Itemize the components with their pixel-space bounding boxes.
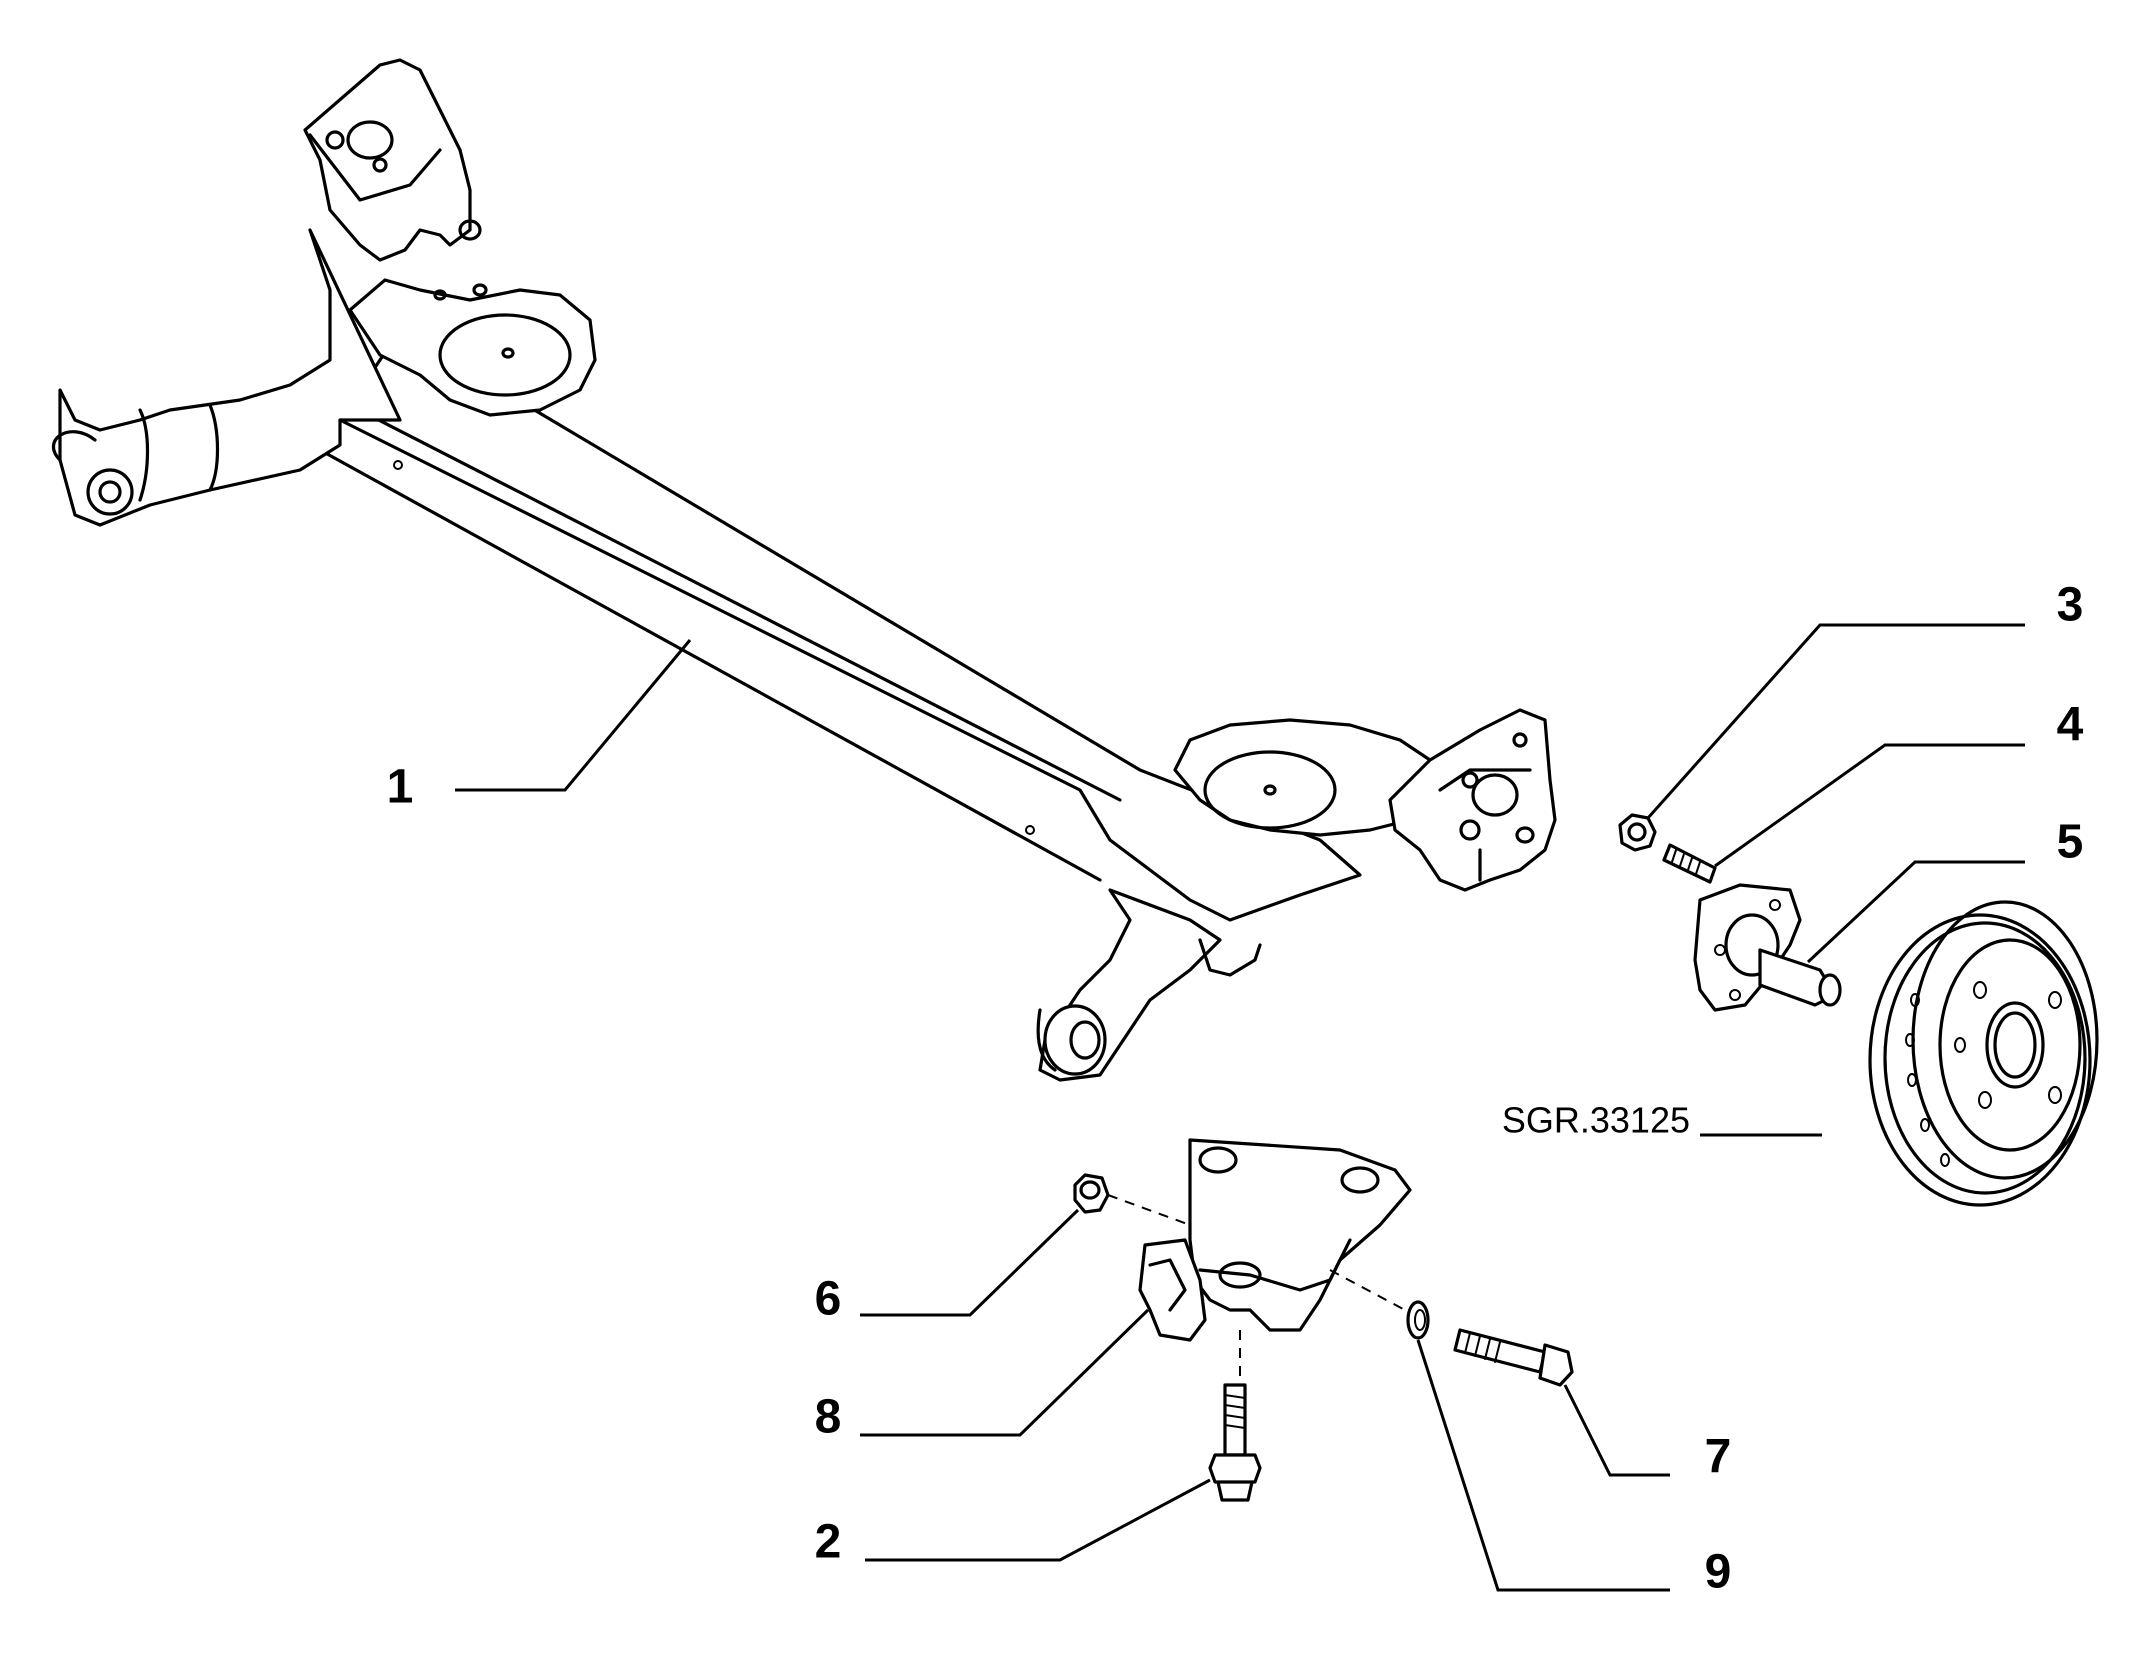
reference-code: SGR.33125 <box>1502 1100 1690 1141</box>
leader-8 <box>860 1308 1150 1437</box>
callout-2: 2 <box>815 1516 842 1569</box>
mounting-bracket[interactable] <box>1138 1138 1412 1342</box>
leader-3 <box>1646 623 2025 819</box>
bolt[interactable] <box>1208 1383 1262 1502</box>
leader-7 <box>1563 1384 1670 1477</box>
leader-5 <box>1806 860 2025 964</box>
hex-bolt[interactable] <box>1453 1328 1574 1387</box>
callout-8: 8 <box>815 1391 842 1444</box>
callout-1: 1 <box>387 761 414 814</box>
leader-2 <box>865 1478 1211 1562</box>
rear-axle-beam[interactable] <box>51 58 1557 1082</box>
callout-6: 6 <box>815 1273 842 1326</box>
brake-drum[interactable] <box>1868 900 2099 1207</box>
bush[interactable] <box>1073 1173 1110 1214</box>
callout-7: 7 <box>1705 1431 1732 1484</box>
callout-4: 4 <box>2057 699 2084 752</box>
stub-axle[interactable] <box>1693 883 1842 1012</box>
nut[interactable] <box>1618 813 1657 852</box>
stud[interactable] <box>1662 843 1717 884</box>
leader-9 <box>1416 1339 1670 1592</box>
washer[interactable] <box>1406 1300 1430 1340</box>
leader-1 <box>455 639 692 792</box>
callout-5: 5 <box>2057 816 2084 869</box>
assembly-line-bush <box>1107 1194 1191 1226</box>
callout-9: 9 <box>1705 1546 1732 1599</box>
assembly-line-washer <box>1329 1269 1406 1311</box>
callout-3: 3 <box>2057 579 2084 632</box>
leader-4 <box>1714 743 2025 868</box>
leader-6 <box>860 1208 1080 1317</box>
